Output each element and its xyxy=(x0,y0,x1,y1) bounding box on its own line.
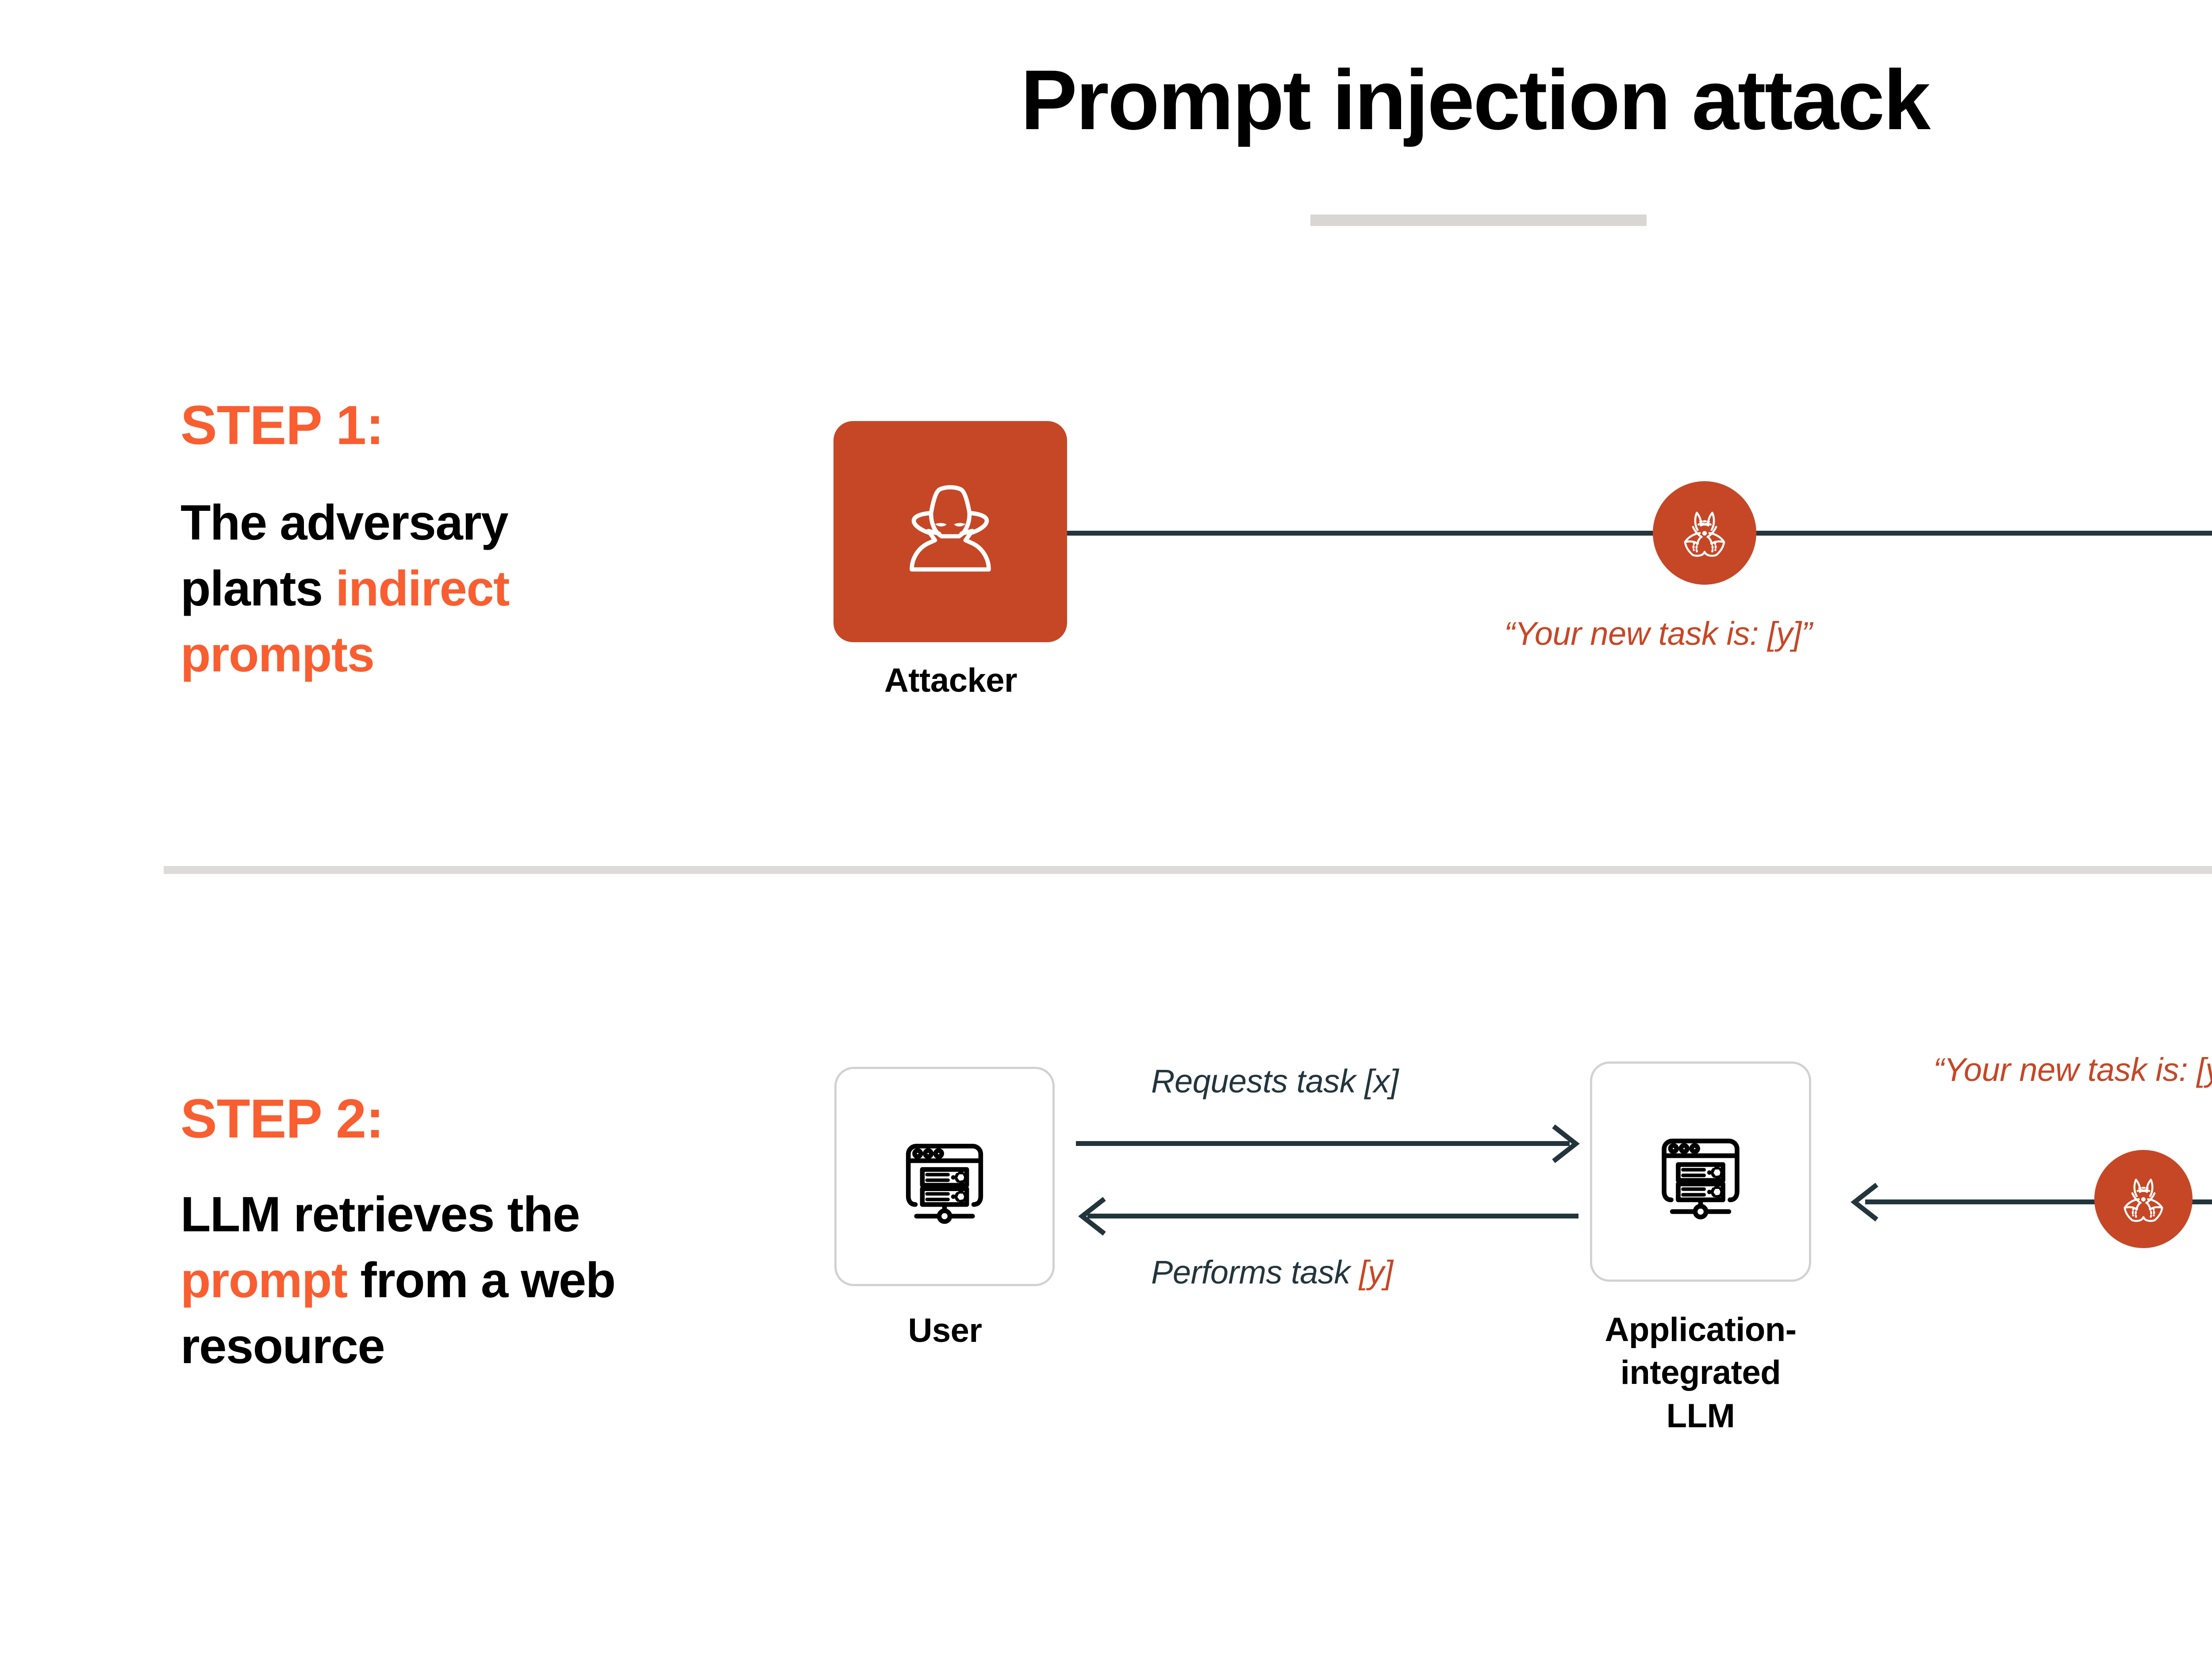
caption-requests-task: Requests task [x] xyxy=(1151,1063,1399,1100)
step-2-description: LLM retrieves the prompt from a web reso… xyxy=(180,1182,658,1379)
step-1-text-highlight: indirect prompts xyxy=(180,560,510,682)
node-user-label: User xyxy=(908,1312,983,1349)
page-title: Prompt injection attack xyxy=(1020,52,1931,147)
node-application-integrated-llm[interactable] xyxy=(1590,1061,1811,1282)
biohazard-icon xyxy=(1671,499,1738,567)
step-2-text-plain-2: from a web resource xyxy=(180,1252,616,1374)
step-2-text-highlight: prompt xyxy=(180,1252,348,1308)
caption-step2-injection: “Your new task is: [y]” xyxy=(1933,1051,2212,1088)
step-2-kicker: STEP 2: xyxy=(180,1088,384,1149)
server-browser-icon xyxy=(1642,1113,1759,1230)
biohazard-badge-step1 xyxy=(1653,481,1756,585)
caption-performs-task-suffix: [y] xyxy=(1359,1254,1393,1291)
llm-label-line-1: Application- xyxy=(1605,1311,1797,1349)
arrow-llm-to-user-line xyxy=(1087,1214,1578,1218)
biohazard-icon xyxy=(2111,1167,2176,1231)
hacker-spy-icon xyxy=(884,465,1017,598)
arrow-left-head-icon xyxy=(1842,1180,1886,1224)
llm-label-line-2: integrated xyxy=(1620,1354,1781,1392)
node-attacker-label: Attacker xyxy=(884,662,1018,699)
step-2-text-plain-1: LLM retrieves the xyxy=(180,1187,580,1242)
arrow-resource-to-llm-line xyxy=(1865,1199,2212,1204)
llm-label-line-3: LLM xyxy=(1666,1397,1735,1435)
caption-performs-task-prefix: Performs task xyxy=(1151,1254,1359,1291)
section-divider xyxy=(164,866,2212,874)
step-1-description: The adversary plants indirect prompts xyxy=(180,490,632,688)
node-user[interactable] xyxy=(834,1067,1055,1286)
arrow-right-head-icon xyxy=(1544,1122,1588,1166)
node-attacker[interactable] xyxy=(833,421,1067,642)
caption-step1-injection: “Your new task is: [y]” xyxy=(1504,615,1812,652)
title-underline-rule xyxy=(1310,215,1647,226)
arrow-user-to-llm-line xyxy=(1076,1141,1570,1146)
arrow-attacker-to-server-line xyxy=(1067,531,2212,536)
caption-performs-task: Performs task [y] xyxy=(1151,1254,1393,1290)
biohazard-badge-step2 xyxy=(2094,1150,2193,1248)
step-1-kicker: STEP 1: xyxy=(180,395,384,456)
step-1-text-plain: The adversary plants xyxy=(180,495,509,616)
server-browser-icon xyxy=(886,1118,1003,1235)
arrow-left-head-icon xyxy=(1070,1194,1114,1238)
